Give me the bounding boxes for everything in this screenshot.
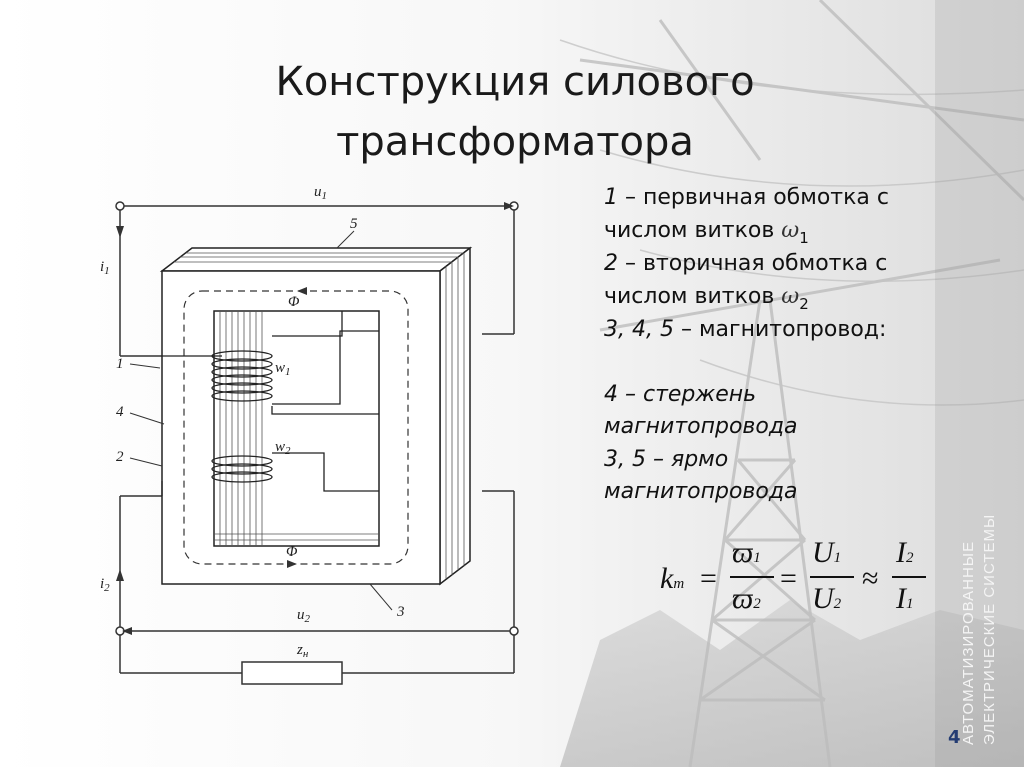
terminal-bottom-right xyxy=(509,626,519,636)
vertical-brand-text: АВТОМАТИЗИРОВАННЫЕ ЭЛЕКТРИЧЕСКИЕ СИСТЕМЫ xyxy=(960,514,998,745)
legend-line-7: магнитопровода xyxy=(604,414,798,439)
u1-arrow xyxy=(504,202,514,210)
title-line-2: трансформатора xyxy=(336,119,694,165)
terminal-top-left xyxy=(115,201,125,211)
transformer-diagram: u1 i1 i2 u2 zн w1 w2 Φ Φ 1 4 2 5 3 xyxy=(100,184,519,685)
flux-top-label: Φ xyxy=(288,294,300,310)
u2-label: u2 xyxy=(297,607,311,625)
transformation-ratio-formula: km = ϖ1 ϖ2 = U1 U2 ≈ I2 I1 xyxy=(660,538,960,622)
callout-label-2: 2 xyxy=(116,449,124,465)
legend-line-4: числом витков ω2 xyxy=(604,283,809,313)
fraction-bar-1 xyxy=(730,576,774,578)
legend-line-3: 2 – вторичная обмотка с xyxy=(604,251,888,276)
formula-eq-2: = xyxy=(780,562,797,595)
formula-num-1: ϖ1 xyxy=(732,536,761,569)
i2-arrow xyxy=(116,569,124,581)
vertical-brand-line-1: АВТОМАТИЗИРОВАННЫЕ xyxy=(960,541,977,745)
formula-eq-1: = xyxy=(700,562,717,595)
formula-den-1: ϖ2 xyxy=(732,582,761,615)
slide-title: Конструкция силового трансформатора xyxy=(210,52,820,172)
formula-approx: ≈ xyxy=(862,562,879,595)
flux-bottom-label: Φ xyxy=(286,544,298,560)
magnetic-core xyxy=(159,246,473,586)
primary-winding xyxy=(162,311,379,405)
zn-label: zн xyxy=(296,642,309,660)
u1-label: u1 xyxy=(314,184,327,202)
formula-num-3: I2 xyxy=(896,536,914,569)
i2-label: i2 xyxy=(100,576,110,594)
legend-line-1: 1 – первичная обмотка с xyxy=(604,185,889,210)
formula-den-3: I1 xyxy=(896,582,914,615)
formula-num-2: U1 xyxy=(812,536,842,569)
title-line-1: Конструкция силового xyxy=(275,59,755,105)
w2-label: w2 xyxy=(275,439,291,457)
legend-line-2: числом витков ω1 xyxy=(604,217,809,247)
callout-label-3: 3 xyxy=(396,604,405,620)
fraction-bar-3 xyxy=(892,576,926,578)
formula-den-2: U2 xyxy=(812,582,842,615)
callout-label-4: 4 xyxy=(116,404,124,420)
legend-line-9: магнитопровода xyxy=(604,479,798,504)
w1-label: w1 xyxy=(275,360,291,378)
i1-arrow xyxy=(116,226,124,238)
fraction-bar-2 xyxy=(810,576,854,578)
legend-line-6: 4 – стержень xyxy=(604,381,757,407)
legend-line-8: 3, 5 – ярмо xyxy=(604,446,729,472)
page-number: 4 xyxy=(948,727,961,748)
load-resistor xyxy=(241,661,343,685)
secondary-winding xyxy=(161,406,379,496)
vertical-brand-line-2: ЭЛЕКТРИЧЕСКИЕ СИСТЕМЫ xyxy=(981,514,998,745)
legend-text: 1 – первичная обмотка с числом витков ω1… xyxy=(604,182,994,509)
callout-label-5: 5 xyxy=(350,216,358,232)
u2-arrow xyxy=(122,627,132,635)
formula-k: km xyxy=(660,562,685,595)
legend-line-5: 3, 4, 5 – магнитопровод: xyxy=(604,317,887,342)
i1-label: i1 xyxy=(100,259,110,277)
callout-label-1: 1 xyxy=(116,356,124,372)
